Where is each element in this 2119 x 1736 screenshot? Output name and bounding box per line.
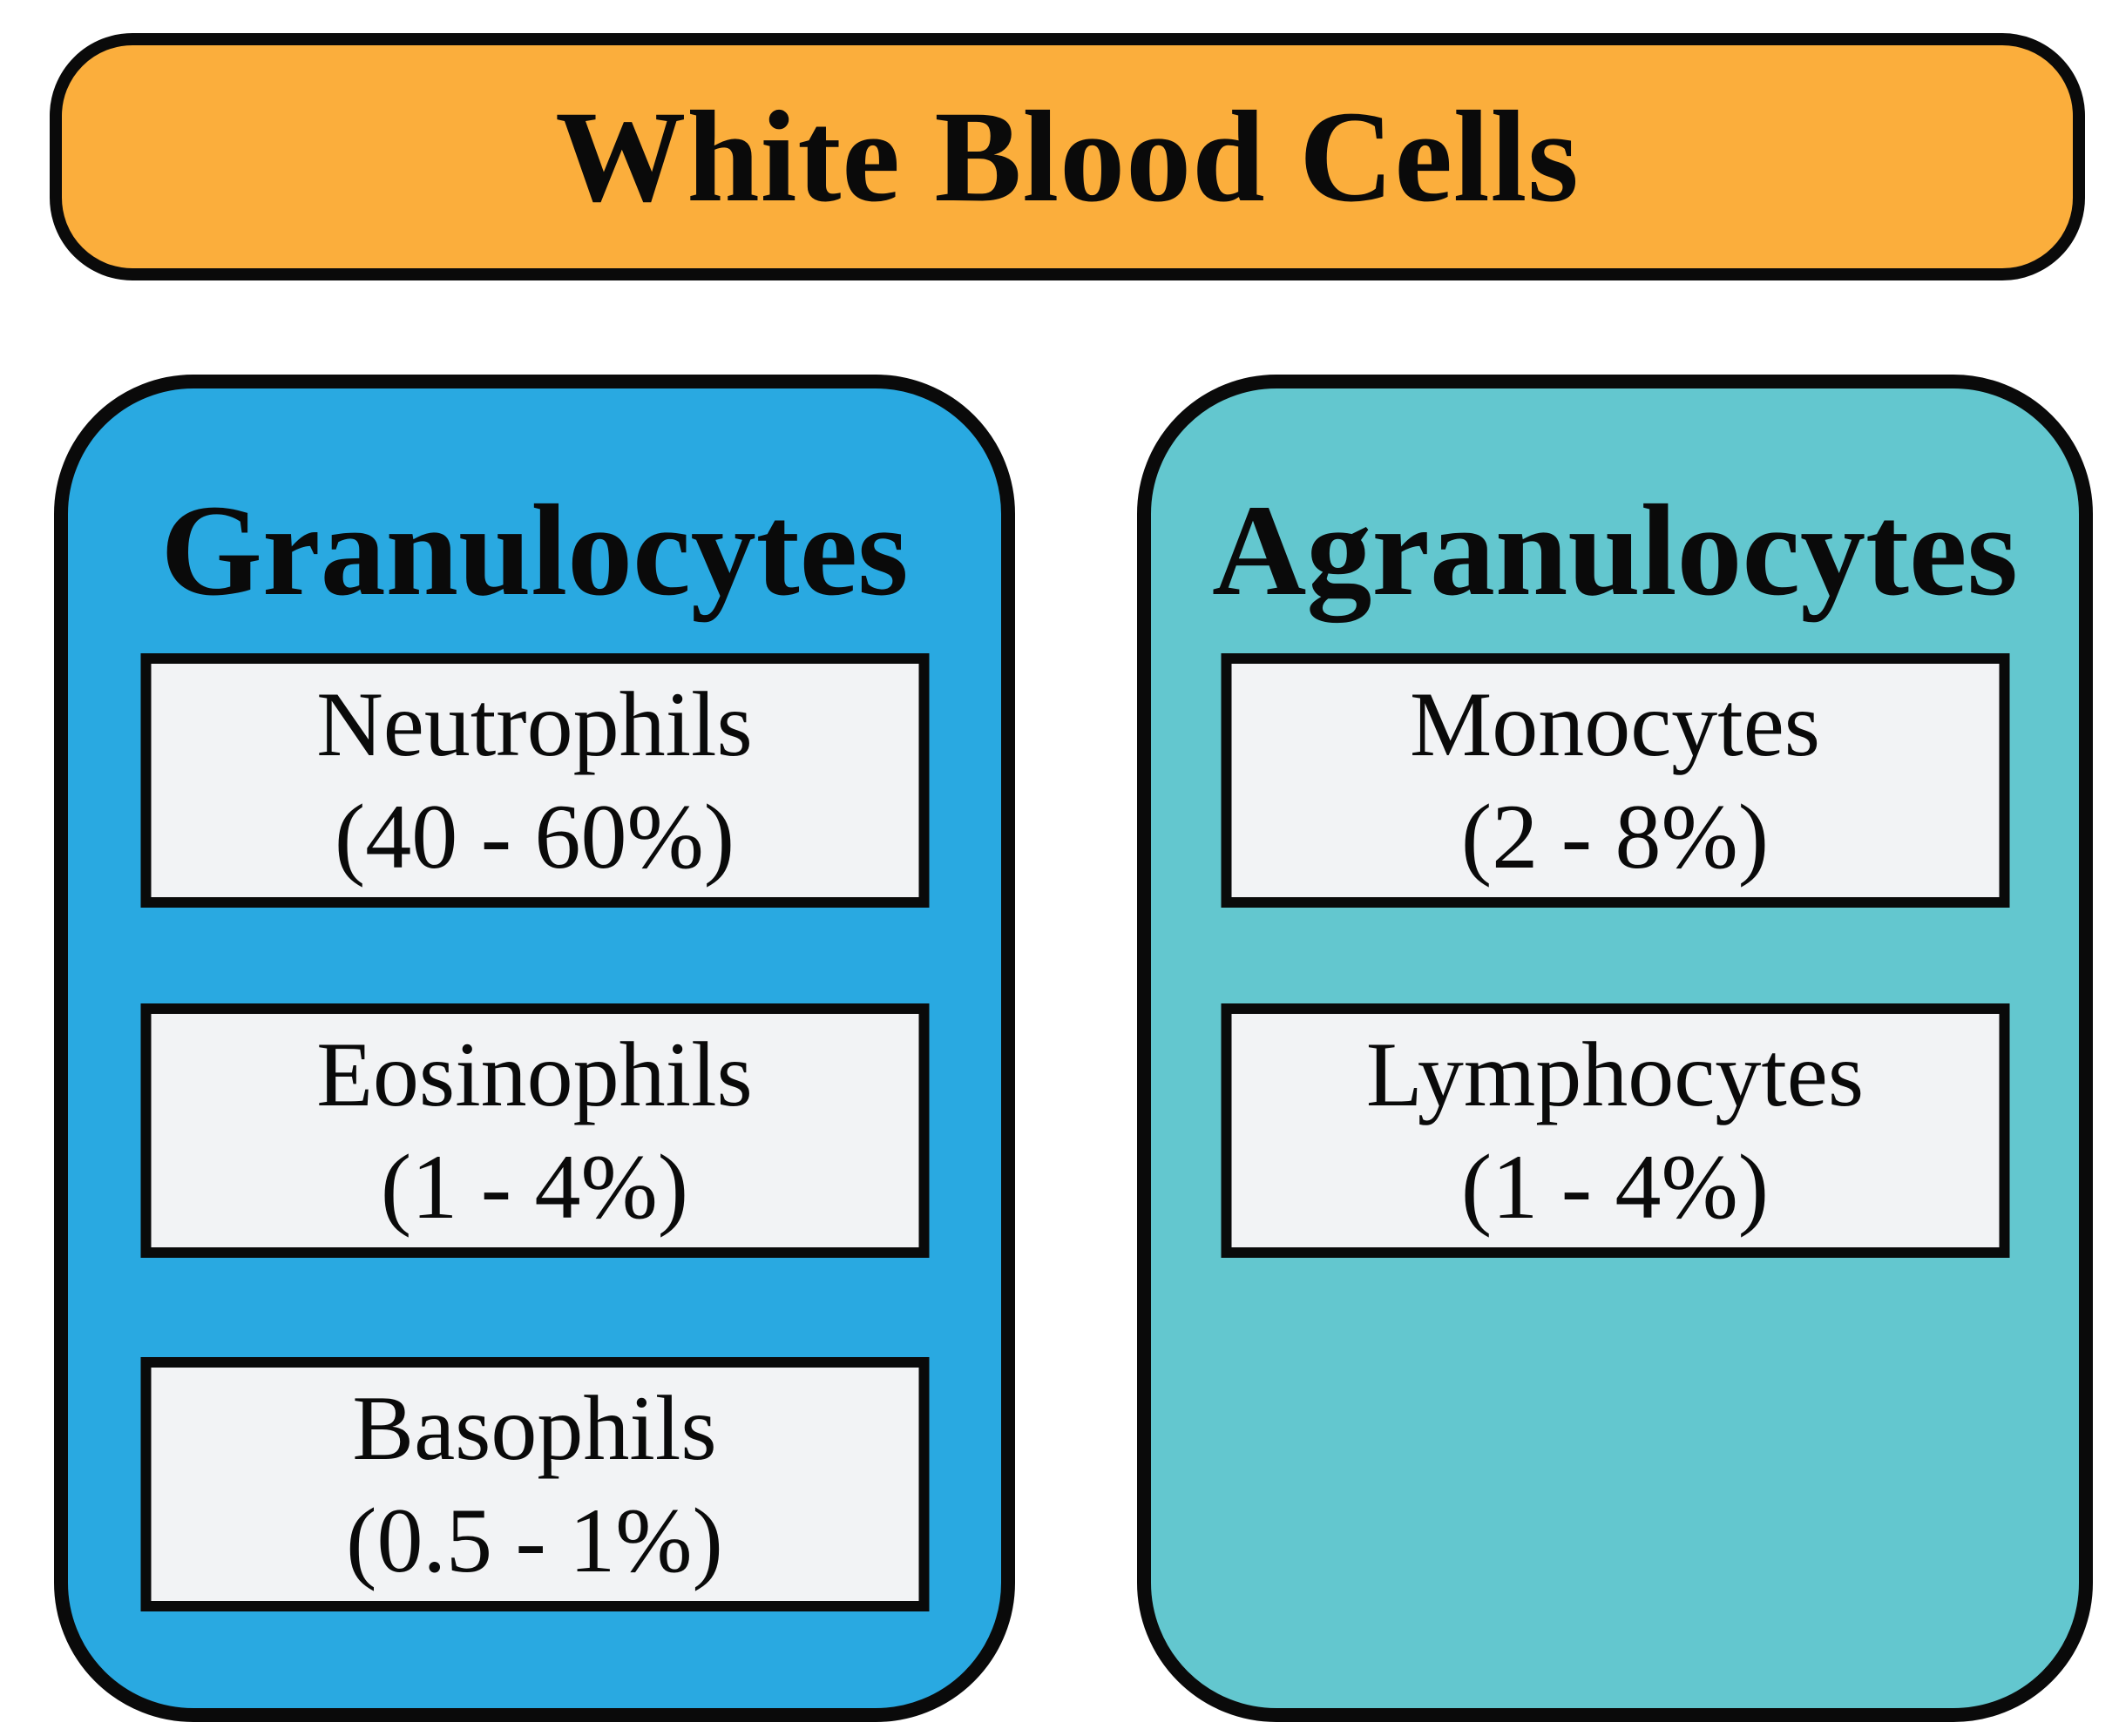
lymphocytes-range: (1 - 4%)	[1460, 1136, 1770, 1238]
neutrophils-range: (40 - 60%)	[334, 786, 735, 888]
monocytes-box: Monocytes (2 - 8%)	[1221, 653, 2009, 908]
eosinophils-range: (1 - 4%)	[380, 1136, 689, 1238]
neutrophils-label: Neutrophils	[316, 672, 753, 775]
agranulocytes-heading: Agranulocytes	[1212, 478, 2018, 623]
lymphocytes-box: Lymphocytes (1 - 4%)	[1221, 1003, 2009, 1258]
diagram-title: White Blood Cells	[555, 84, 1580, 229]
granulocytes-panel: Granulocytes Neutrophils (40 - 60%) Eosi…	[54, 375, 1015, 1722]
title-banner: White Blood Cells	[50, 33, 2085, 280]
agranulocytes-panel: Agranulocytes Monocytes (2 - 8%) Lymphoc…	[1137, 375, 2093, 1722]
eosinophils-box: Eosinophils (1 - 4%)	[140, 1003, 929, 1258]
basophils-range: (0.5 - 1%)	[346, 1489, 723, 1591]
basophils-label: Basophils	[352, 1376, 717, 1479]
monocytes-range: (2 - 8%)	[1460, 786, 1770, 888]
neutrophils-box: Neutrophils (40 - 60%)	[140, 653, 929, 908]
basophils-box: Basophils (0.5 - 1%)	[140, 1357, 929, 1611]
eosinophils-label: Eosinophils	[316, 1023, 753, 1125]
granulocytes-heading: Granulocytes	[160, 478, 909, 623]
lymphocytes-label: Lymphocytes	[1365, 1023, 1865, 1125]
monocytes-label: Monocytes	[1409, 672, 1821, 775]
